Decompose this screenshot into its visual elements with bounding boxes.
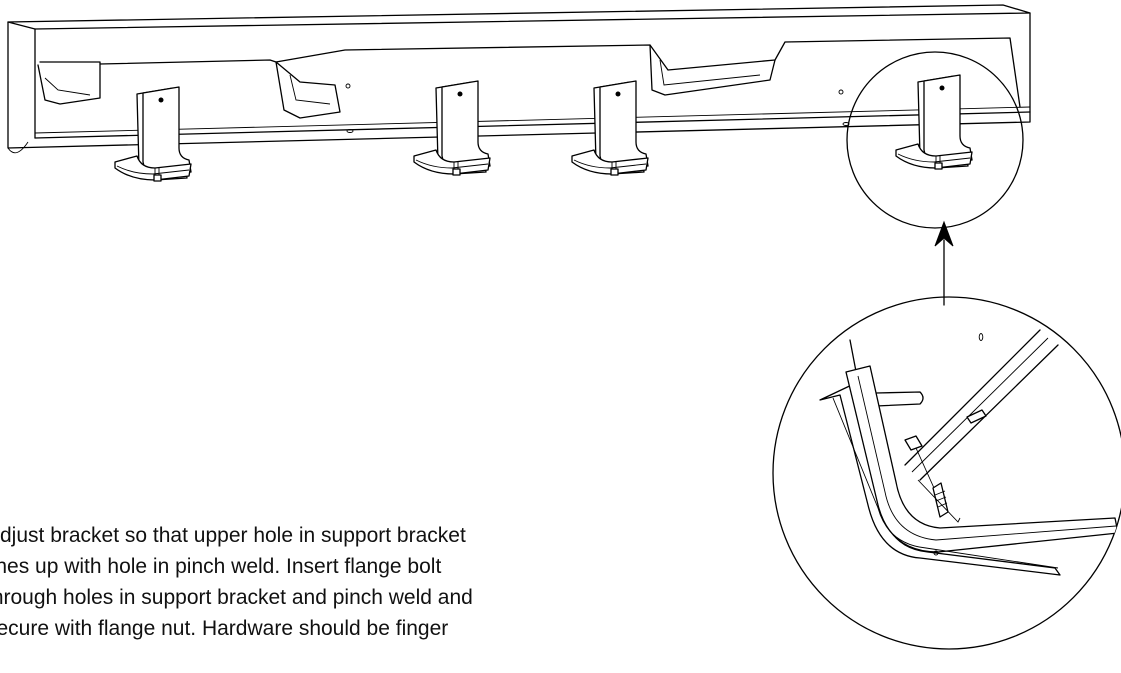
support-bracket bbox=[571, 80, 649, 176]
instruction-line-2: lines up with hole in pinch weld. Insert… bbox=[0, 555, 442, 578]
instruction-line-1: Adjust bracket so that upper hole in sup… bbox=[0, 524, 466, 547]
instruction-text: Adjust bracket so that upper hole in sup… bbox=[0, 520, 586, 644]
instruction-line-3: through holes in support bracket and pin… bbox=[0, 586, 473, 609]
support-brackets bbox=[114, 74, 973, 182]
detail-view-circle bbox=[772, 296, 1121, 650]
support-bracket bbox=[895, 74, 973, 170]
support-bracket bbox=[114, 86, 192, 182]
callout-arrow bbox=[934, 220, 954, 306]
instruction-line-4: secure with flange nut. Hardware should … bbox=[0, 617, 449, 640]
detail-highlight-circle bbox=[846, 51, 1024, 229]
support-bracket bbox=[413, 80, 491, 176]
roof-rail bbox=[7, 4, 1031, 154]
